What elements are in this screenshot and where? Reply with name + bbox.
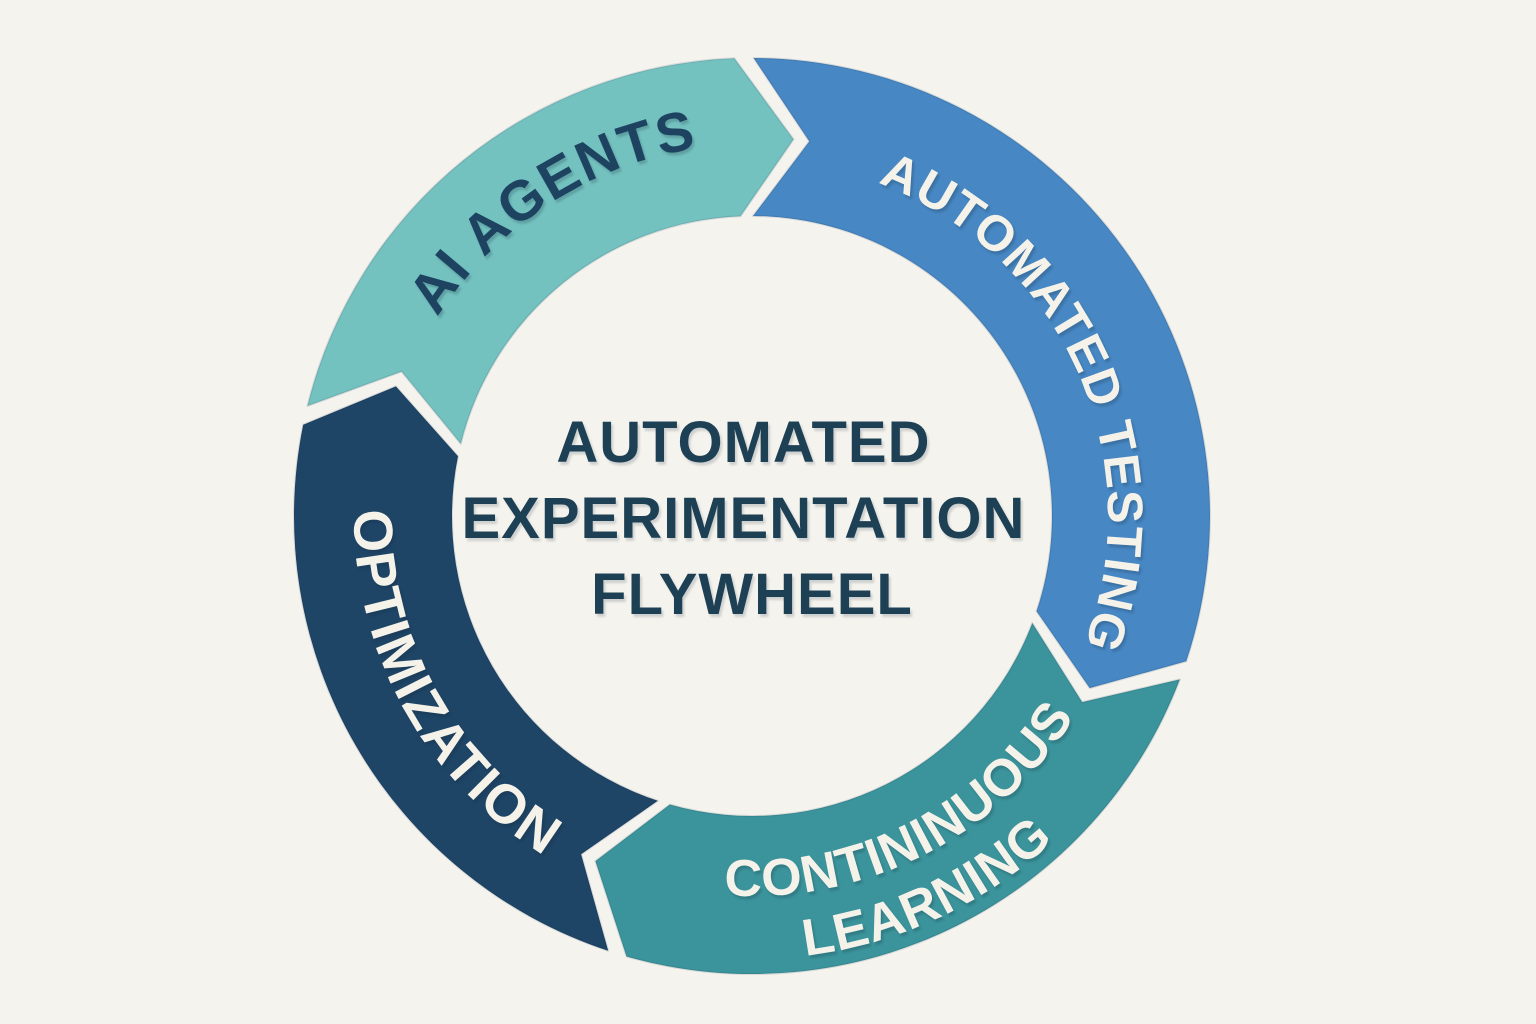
flywheel-ring [293,57,1211,976]
segment-automated-testing-arrow [752,57,1211,690]
center-title-line3: FLYWHEEL [591,562,913,627]
segment-ai-agents-arrow [306,57,795,445]
center-title: AUTOMATED EXPERIMENTATION FLYWHEEL [461,410,1042,627]
segment-continuous-learning-arrow [594,622,1181,976]
segment-optimization-arrow [293,385,659,952]
center-title-line2: EXPERIMENTATION [461,486,1025,551]
center-title-line1: AUTOMATED [556,410,930,475]
